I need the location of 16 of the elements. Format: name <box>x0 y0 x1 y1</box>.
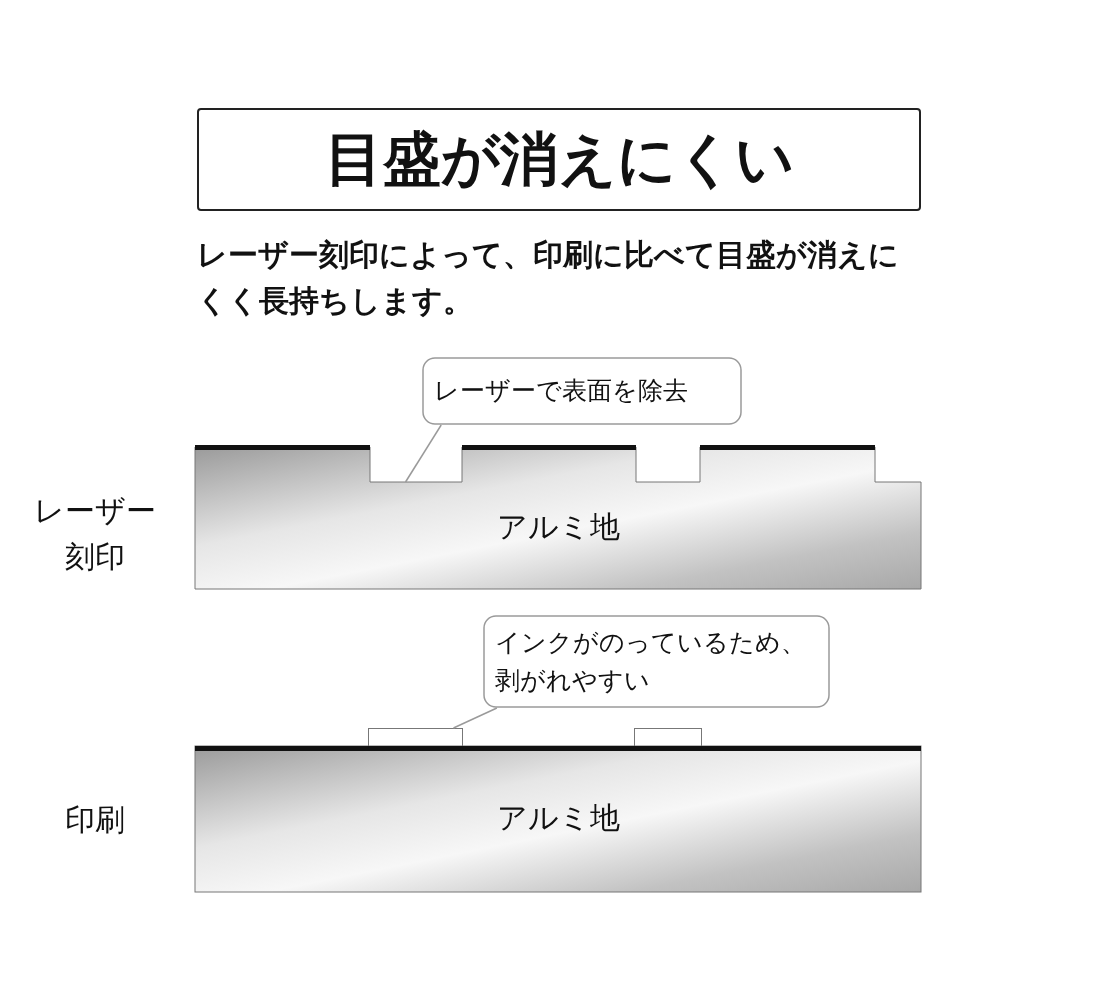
row-label: 印刷 <box>64 801 126 839</box>
leader-line <box>404 424 442 483</box>
title-box: 目盛が消えにくい <box>197 108 921 211</box>
printed-aluminum-block <box>195 746 921 892</box>
speech-bubble <box>483 615 830 708</box>
ink-layer <box>368 728 463 748</box>
speech-bubble <box>422 357 742 425</box>
description-text: レーザー刻印によって、印刷に比べて目盛が消えにくく長持ちします。 <box>197 236 900 320</box>
engraved-aluminum-block <box>195 445 921 589</box>
callout-text: レーザーで表面を除去 <box>434 375 689 407</box>
callout-text: インクがのっているため、剥がれやすい <box>495 626 807 697</box>
ink-layer <box>634 728 702 748</box>
material-label: アルミ地 <box>495 508 621 546</box>
row-label: レーザー刻印 <box>33 492 157 576</box>
leader-line <box>452 707 498 729</box>
material-label: アルミ地 <box>495 799 621 837</box>
